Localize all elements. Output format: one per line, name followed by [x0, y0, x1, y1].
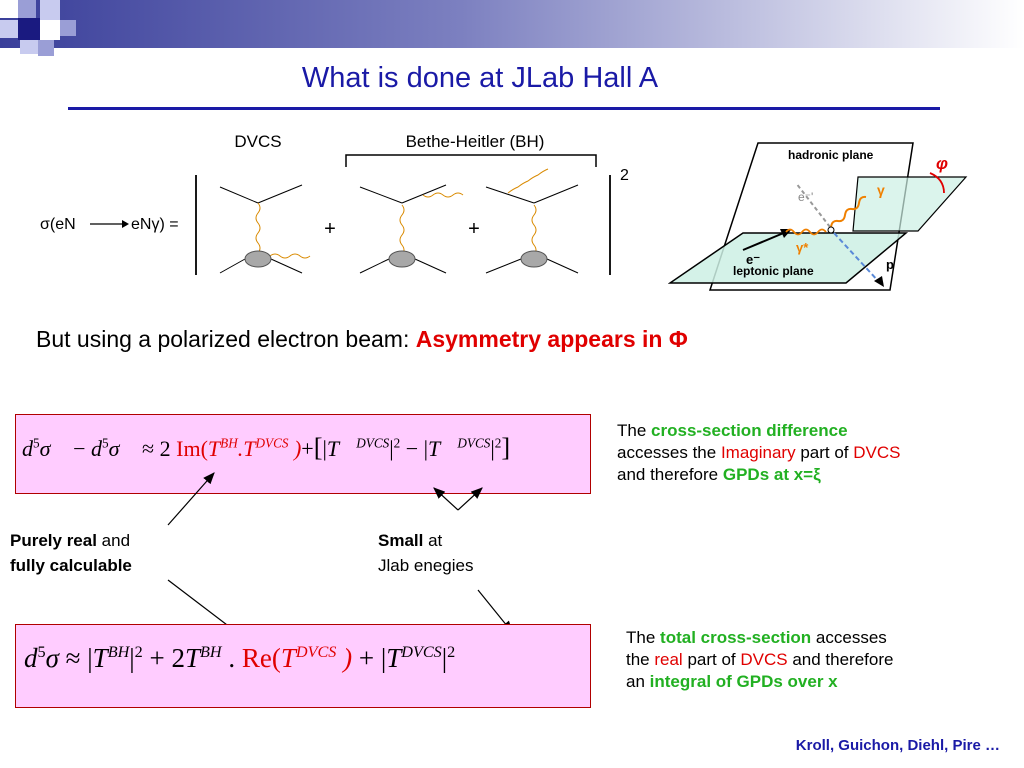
hadronic-plane-extension [852, 176, 968, 232]
authors-credit: Kroll, Guichon, Diehl, Pire … [795, 737, 1000, 754]
incoming-electron-label: e⁻ [746, 252, 760, 267]
desc-highlight: cross-section difference [651, 421, 848, 440]
desc-text: part of [682, 650, 741, 669]
bh-diagram-1 [359, 184, 464, 274]
slide-title: What is done at JLab Hall A [301, 62, 659, 94]
desc-text: accesses [811, 628, 887, 647]
desc-highlight: real [654, 650, 683, 669]
bh-bracket [345, 154, 597, 167]
desc-text: accesses the [617, 443, 721, 462]
scattered-electron-line [795, 182, 831, 228]
planes-diagram: hadronic plane leptonic plane e⁻ e⁻' γ* … [668, 142, 968, 291]
desc-highlight: GPDs at x=ξ [722, 465, 821, 484]
bh-diagram-2 [485, 168, 579, 274]
corner-square-decoration [60, 20, 76, 36]
desc-text: The [626, 628, 661, 647]
corner-square-decoration [40, 20, 60, 40]
proton-label: p [886, 257, 894, 272]
dvcs-diagram [219, 184, 311, 274]
header-gradient-bar [0, 0, 1024, 48]
incoming-electron-line [742, 231, 787, 251]
desc-text: part of [795, 443, 854, 462]
dvcs-label: DVCS [234, 132, 281, 151]
corner-square-decoration [18, 0, 36, 18]
desc-text: and therefore [787, 650, 894, 669]
real-photon-line [830, 195, 867, 228]
leptonic-plane-label: leptonic plane [733, 264, 814, 278]
virtual-photon-label: γ* [796, 240, 809, 255]
hadronic-plane-label: hadronic plane [788, 148, 874, 162]
arrow-small-right [457, 487, 483, 511]
small-at-jlab-note: Small at Jlab enegies [378, 528, 473, 578]
desc-text: an [626, 672, 650, 691]
subtitle: But using a polarized electron beam: Asy… [36, 326, 688, 353]
corner-square-decoration [38, 40, 54, 56]
asymmetry-equation: d5σ⃗ − d5σ⃖ ≈ 2 Im(TBH.TDVCS )+[|T⃗DVCS|… [22, 432, 511, 462]
subtitle-highlight: Asymmetry appears in Φ [415, 326, 688, 352]
desc-highlight: Imaginary [720, 443, 796, 462]
note-bold: Purely real [10, 531, 97, 550]
proton-line [833, 232, 881, 284]
arrow-real-to-im [167, 472, 215, 526]
purely-real-note: Purely real and fully calculable [10, 528, 132, 578]
corner-square-decoration [0, 0, 18, 18]
note-text: Jlab enegies [378, 556, 474, 575]
desc-text: the [626, 650, 655, 669]
note-bold: Small [378, 531, 424, 550]
note-text: and [96, 531, 131, 550]
desc-highlight: total cross-section [660, 628, 812, 647]
note-text: at [423, 531, 443, 550]
phi-label: φ [936, 154, 948, 173]
arrow-small-left [433, 487, 459, 511]
sigma-suffix: eNγ) = [131, 216, 179, 233]
plus-sign: + [324, 218, 336, 240]
note-bold: fully calculable [10, 556, 132, 575]
reaction-arrowhead [122, 220, 129, 228]
phi-arc [929, 172, 945, 194]
square-exponent: 2 [620, 167, 629, 184]
feynman-diagram: DVCS Bethe-Heitler (BH) σ(eN eNγ) = 2 + … [40, 132, 629, 275]
desc-highlight: DVCS [740, 650, 788, 669]
virtual-photon-line [785, 228, 827, 236]
corner-square-decoration [40, 0, 60, 20]
total-cross-section-equation: d5σ ≈ |TBH|2 + 2TBH . Re(TDVCS ) + |TDVC… [24, 643, 456, 673]
title-underline [68, 107, 940, 110]
leptonic-plane [668, 232, 909, 284]
real-photon-label: γ [877, 182, 885, 198]
corner-square-decoration [20, 40, 38, 54]
sigma-prefix: σ(eN [40, 216, 76, 233]
subtitle-text: But using a polarized electron beam: [36, 326, 416, 352]
bh-label: Bethe-Heitler (BH) [406, 132, 545, 151]
desc-highlight: DVCS [853, 443, 901, 462]
total-cross-section-description: The total cross-section accesses the rea… [626, 627, 1021, 693]
desc-highlight: integral of GPDs over x [649, 672, 838, 691]
desc-text: and therefore [617, 465, 723, 484]
corner-square-decoration [0, 20, 18, 38]
total-cross-section-equation-box [15, 624, 591, 708]
proton-arrowhead [874, 276, 884, 287]
scattered-electron-label: e⁻' [798, 190, 813, 204]
plus-sign: + [468, 218, 480, 240]
asymmetry-equation-box [15, 414, 591, 494]
vertex-dot [827, 226, 835, 234]
incoming-electron-arrowhead [780, 229, 792, 238]
corner-square-decoration [18, 18, 40, 40]
cross-section-difference-description: The cross-section difference accesses th… [617, 420, 1017, 486]
desc-text: The [617, 421, 652, 440]
